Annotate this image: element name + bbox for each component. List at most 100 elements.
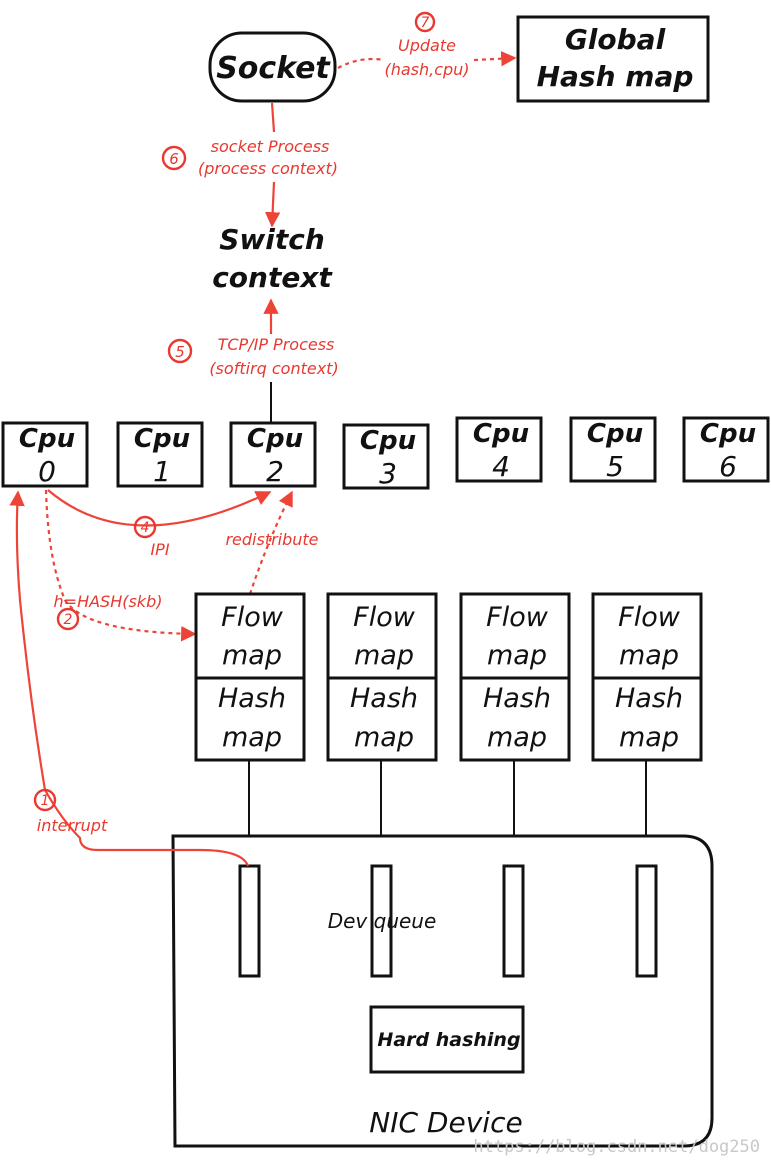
cpu-box bbox=[116, 421, 204, 488]
step-6-number: 6 bbox=[169, 150, 179, 168]
flow-map-line1: Flow bbox=[221, 602, 284, 633]
step-6-arrow bbox=[264, 181, 281, 228]
dev-queue-label: Dev queue bbox=[328, 909, 437, 933]
step-6-line2: (process context) bbox=[198, 159, 338, 178]
ipi-arrow bbox=[47, 489, 272, 527]
step-2-hash: h=HASH(skb) 2 bbox=[44, 489, 197, 642]
cpu-box bbox=[229, 421, 317, 488]
step-6-socket-process: 6 socket Process (process context) bbox=[161, 102, 338, 228]
cpu-label: Cpu bbox=[247, 424, 303, 454]
hash-map-line2: map bbox=[222, 722, 282, 753]
global-hash-map-node: Global Hash map bbox=[516, 15, 710, 103]
hard-hashing-label: Hard hashing bbox=[377, 1029, 520, 1051]
maps-row: FlowmapHashmapFlowmapHashmapFlowmapHashm… bbox=[194, 592, 703, 866]
watermark: https://blog.csdn.net/dog250 bbox=[473, 1137, 760, 1157]
switch-context-line2: context bbox=[212, 261, 333, 294]
flow-map-line1: Flow bbox=[353, 602, 416, 633]
nic-device: Dev queue Hard hashing NIC Device bbox=[171, 834, 714, 1148]
switch-context-line1: Switch bbox=[219, 223, 325, 256]
step-7-line1: Update bbox=[398, 36, 456, 55]
socket-label: Socket bbox=[216, 51, 331, 86]
step-1-label: interrupt bbox=[37, 816, 108, 835]
step-5-number: 5 bbox=[175, 343, 185, 361]
step-5-tcpip-process: 5 TCP/IP Process (softirq context) bbox=[167, 298, 339, 424]
hash-map-line2: map bbox=[354, 722, 414, 753]
cpu-label: Cpu bbox=[700, 419, 756, 449]
hard-hashing-box bbox=[369, 1005, 525, 1074]
cpu-box bbox=[569, 416, 657, 483]
redistribute: redistribute bbox=[225, 490, 319, 595]
step-7-number: 7 bbox=[421, 15, 430, 31]
update-arrow-right bbox=[473, 50, 517, 67]
flow-map-line2: map bbox=[619, 640, 679, 671]
flow-map-box bbox=[326, 592, 438, 680]
redistribute-arrow bbox=[248, 490, 293, 595]
step-7-update: 7 Update (hash,cpu) bbox=[337, 11, 517, 79]
step-1-number: 1 bbox=[41, 793, 50, 809]
cpu-label: Cpu bbox=[360, 426, 416, 456]
step-5-line1: TCP/IP Process bbox=[218, 335, 335, 354]
cpu-number: 0 bbox=[38, 455, 56, 488]
step-1-interrupt: 1 interrupt bbox=[9, 490, 250, 867]
cpu-number: 5 bbox=[606, 450, 624, 483]
dev-queue-3 bbox=[635, 864, 658, 978]
step-2-label: h=HASH(skb) bbox=[54, 592, 163, 611]
step-1-circle bbox=[33, 788, 57, 812]
hash-map-line1: Hash bbox=[615, 683, 683, 714]
step-6-line-top bbox=[270, 102, 276, 133]
step-4-ipi: 4 IPI bbox=[47, 489, 272, 559]
flow-map-line1: Flow bbox=[618, 602, 681, 633]
nic-device-frame bbox=[171, 834, 714, 1148]
flow-map-box bbox=[194, 592, 306, 680]
flow-map-box bbox=[459, 592, 571, 680]
cpu-number: 6 bbox=[719, 450, 737, 483]
step-4-circle bbox=[133, 515, 157, 539]
cpu-label: Cpu bbox=[134, 424, 190, 454]
hash-map-line1: Hash bbox=[483, 683, 551, 714]
step-4-number: 4 bbox=[141, 520, 150, 536]
step-4-label: IPI bbox=[150, 540, 169, 559]
flow-map-line2: map bbox=[222, 640, 282, 671]
flow-map-line2: map bbox=[354, 640, 414, 671]
hash-map-line2: map bbox=[487, 722, 547, 753]
dev-queue-2 bbox=[502, 864, 525, 978]
hash-map-box bbox=[326, 676, 438, 762]
redistribute-label: redistribute bbox=[225, 530, 318, 549]
global-hash-map-line1: Global bbox=[565, 23, 666, 56]
update-arrow-left bbox=[337, 57, 385, 69]
cpu-box bbox=[455, 416, 543, 483]
hash-map-line1: Hash bbox=[218, 683, 286, 714]
cpu-box bbox=[342, 423, 430, 490]
global-hash-map-line2: Hash map bbox=[537, 60, 694, 93]
step-5-line2: (softirq context) bbox=[209, 359, 338, 378]
cpu-box bbox=[1, 421, 89, 488]
cpu-label: Cpu bbox=[19, 424, 75, 454]
nic-device-title: NIC Device bbox=[369, 1106, 522, 1139]
dev-queue-0 bbox=[238, 864, 261, 978]
cpu-number: 1 bbox=[153, 455, 171, 488]
hash-map-box bbox=[591, 676, 703, 762]
switch-context-node: Switch context bbox=[212, 223, 333, 294]
dev-queue-1 bbox=[370, 864, 393, 978]
cpu-box bbox=[682, 416, 770, 483]
flow-map-box bbox=[591, 592, 703, 680]
hash-map-line2: map bbox=[619, 722, 679, 753]
cpu-number: 2 bbox=[266, 455, 284, 488]
hash-map-box bbox=[459, 676, 571, 762]
step-2-circle bbox=[56, 607, 80, 631]
step-6-line1: socket Process bbox=[211, 137, 330, 156]
cpu-label: Cpu bbox=[473, 419, 529, 449]
flow-map-line1: Flow bbox=[486, 602, 549, 633]
